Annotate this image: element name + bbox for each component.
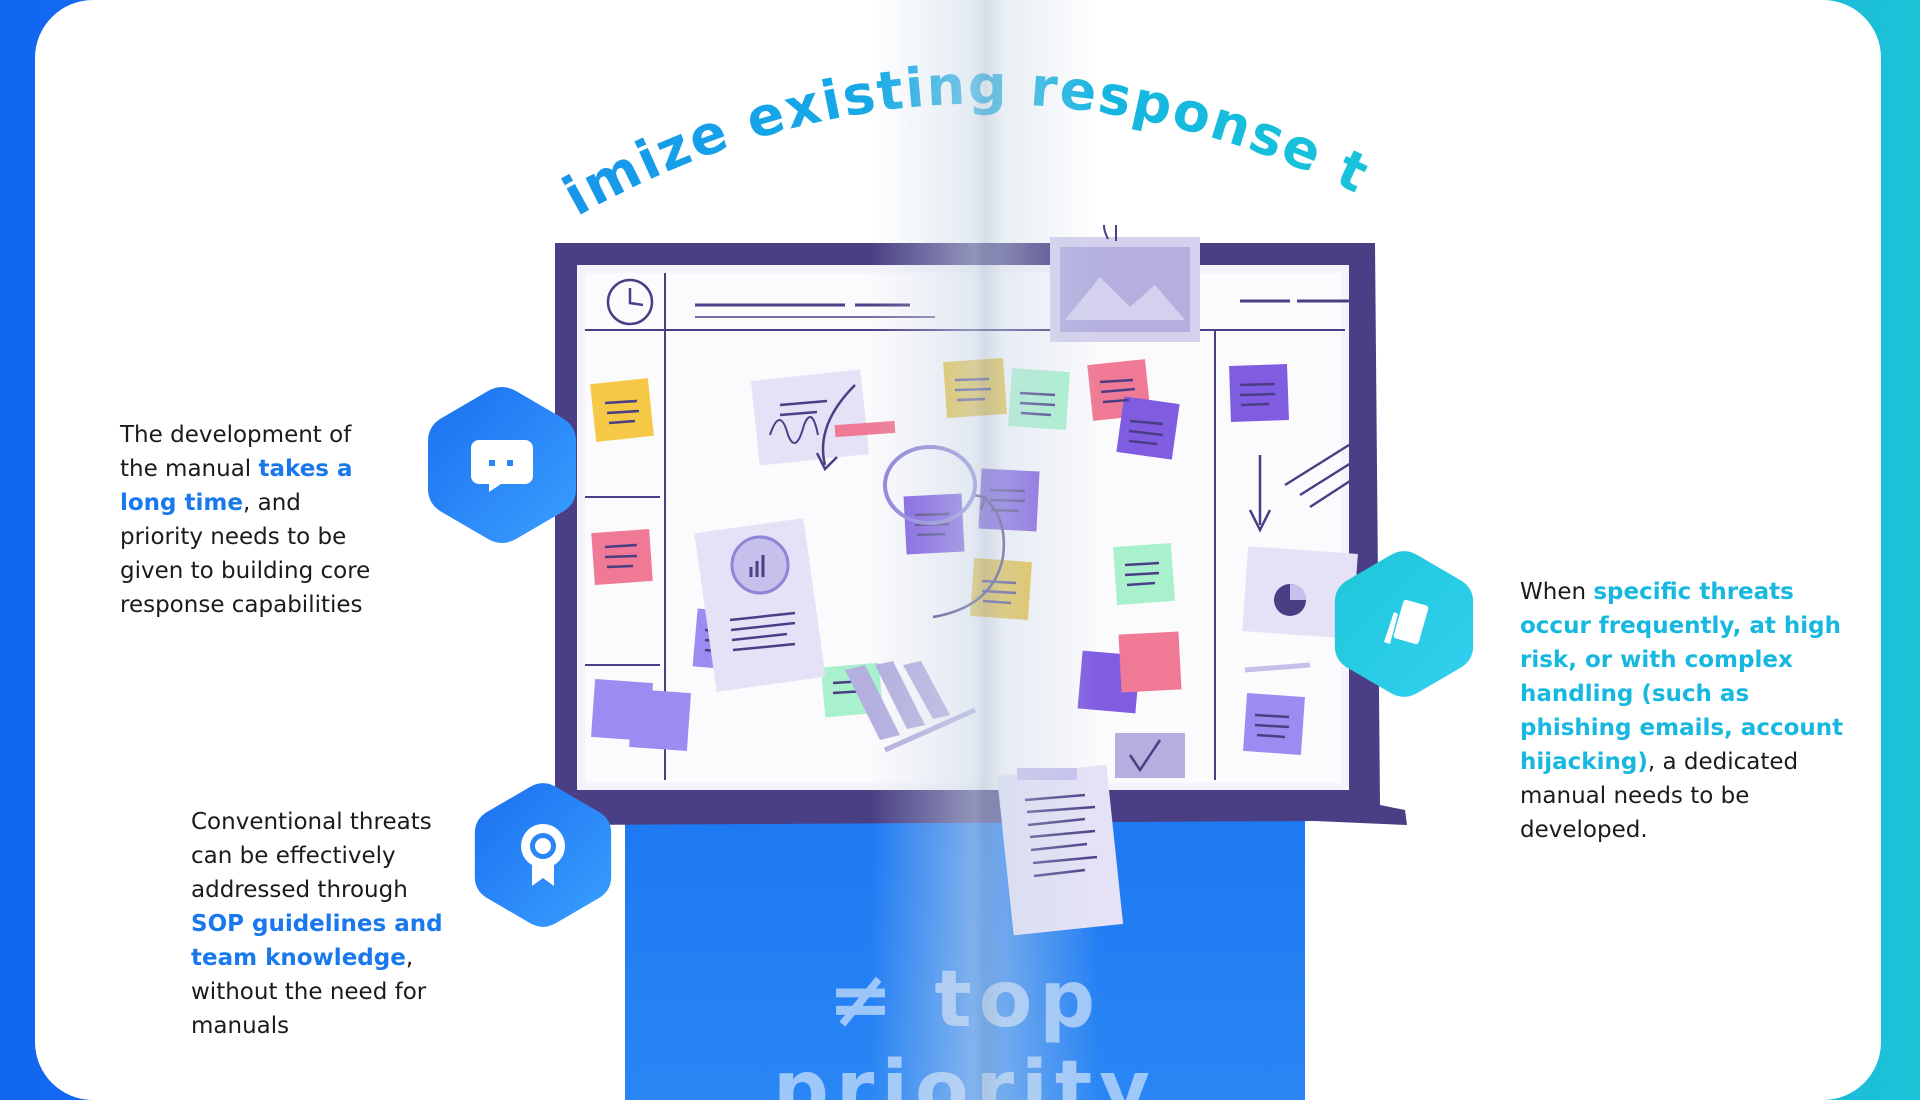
- text-conventional-threats: Conventional threats can be effectively …: [191, 805, 451, 1043]
- text-plain: , without the need for manuals: [191, 945, 427, 1039]
- page-title: Optimize existing response tools: [35, 0, 1379, 228]
- text-highlight: takes a long time: [120, 456, 353, 516]
- cards-icon: [1333, 548, 1475, 700]
- chat-hexagon: [426, 385, 578, 545]
- text-plain: When: [1520, 579, 1594, 605]
- cards-hexagon: [1333, 548, 1475, 700]
- text-plain: The development of the manual: [120, 422, 352, 482]
- whiteboard-illustration: [555, 225, 1407, 936]
- text-highlight: specific threats occur frequently, at hi…: [1520, 579, 1844, 775]
- text-plain: , a dedicated manual needs to be develop…: [1520, 749, 1799, 843]
- award-hexagon: [473, 780, 613, 930]
- text-plain: , and priority needs to be given to buil…: [120, 490, 371, 618]
- title-arc: Optimize existing response tools: [35, 0, 1379, 228]
- slide-canvas: Optimize existing response tools ≠ top p…: [35, 0, 1881, 1100]
- text-manual-time: The development of the manual takes a lo…: [120, 418, 390, 622]
- text-specific-threats: When specific threats occur frequently, …: [1520, 575, 1850, 847]
- text-highlight: SOP guidelines and team knowledge: [191, 911, 443, 971]
- award-ribbon-icon: [473, 780, 613, 930]
- chat-bubble-icon: [426, 385, 578, 545]
- priority-label: ≠ top priority: [773, 955, 1157, 1100]
- text-plain: Conventional threats can be effectively …: [191, 809, 432, 903]
